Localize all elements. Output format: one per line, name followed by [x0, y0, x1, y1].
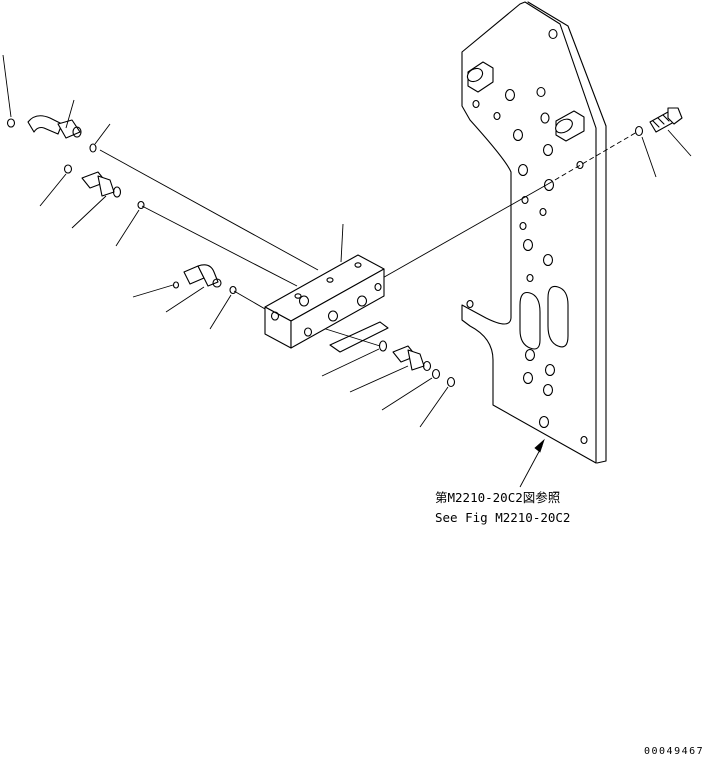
- bolt: [649, 107, 683, 133]
- o-rings: [6, 118, 644, 388]
- plate-holes: [466, 28, 588, 445]
- plate-slot-right: [547, 285, 569, 348]
- drawing-code: 00049467: [644, 746, 704, 757]
- elbow-fitting-short: [183, 264, 222, 288]
- reference-text-english: See Fig M2210-20C2: [435, 510, 570, 525]
- straight-connector-lower: [392, 345, 432, 372]
- plate-boss-upper: [466, 61, 494, 93]
- connection-lines: [99, 131, 638, 347]
- plate-boss-lower: [555, 110, 585, 142]
- leader-lines: [2, 54, 692, 488]
- straight-connector: [81, 171, 122, 198]
- elbow-fitting-long: [27, 115, 82, 139]
- mounting-plate: [461, 1, 607, 464]
- plate-slot-left: [519, 291, 541, 350]
- manifold-block: [264, 254, 389, 353]
- reference-text-japanese: 第M2210-20C2図参照: [435, 490, 560, 505]
